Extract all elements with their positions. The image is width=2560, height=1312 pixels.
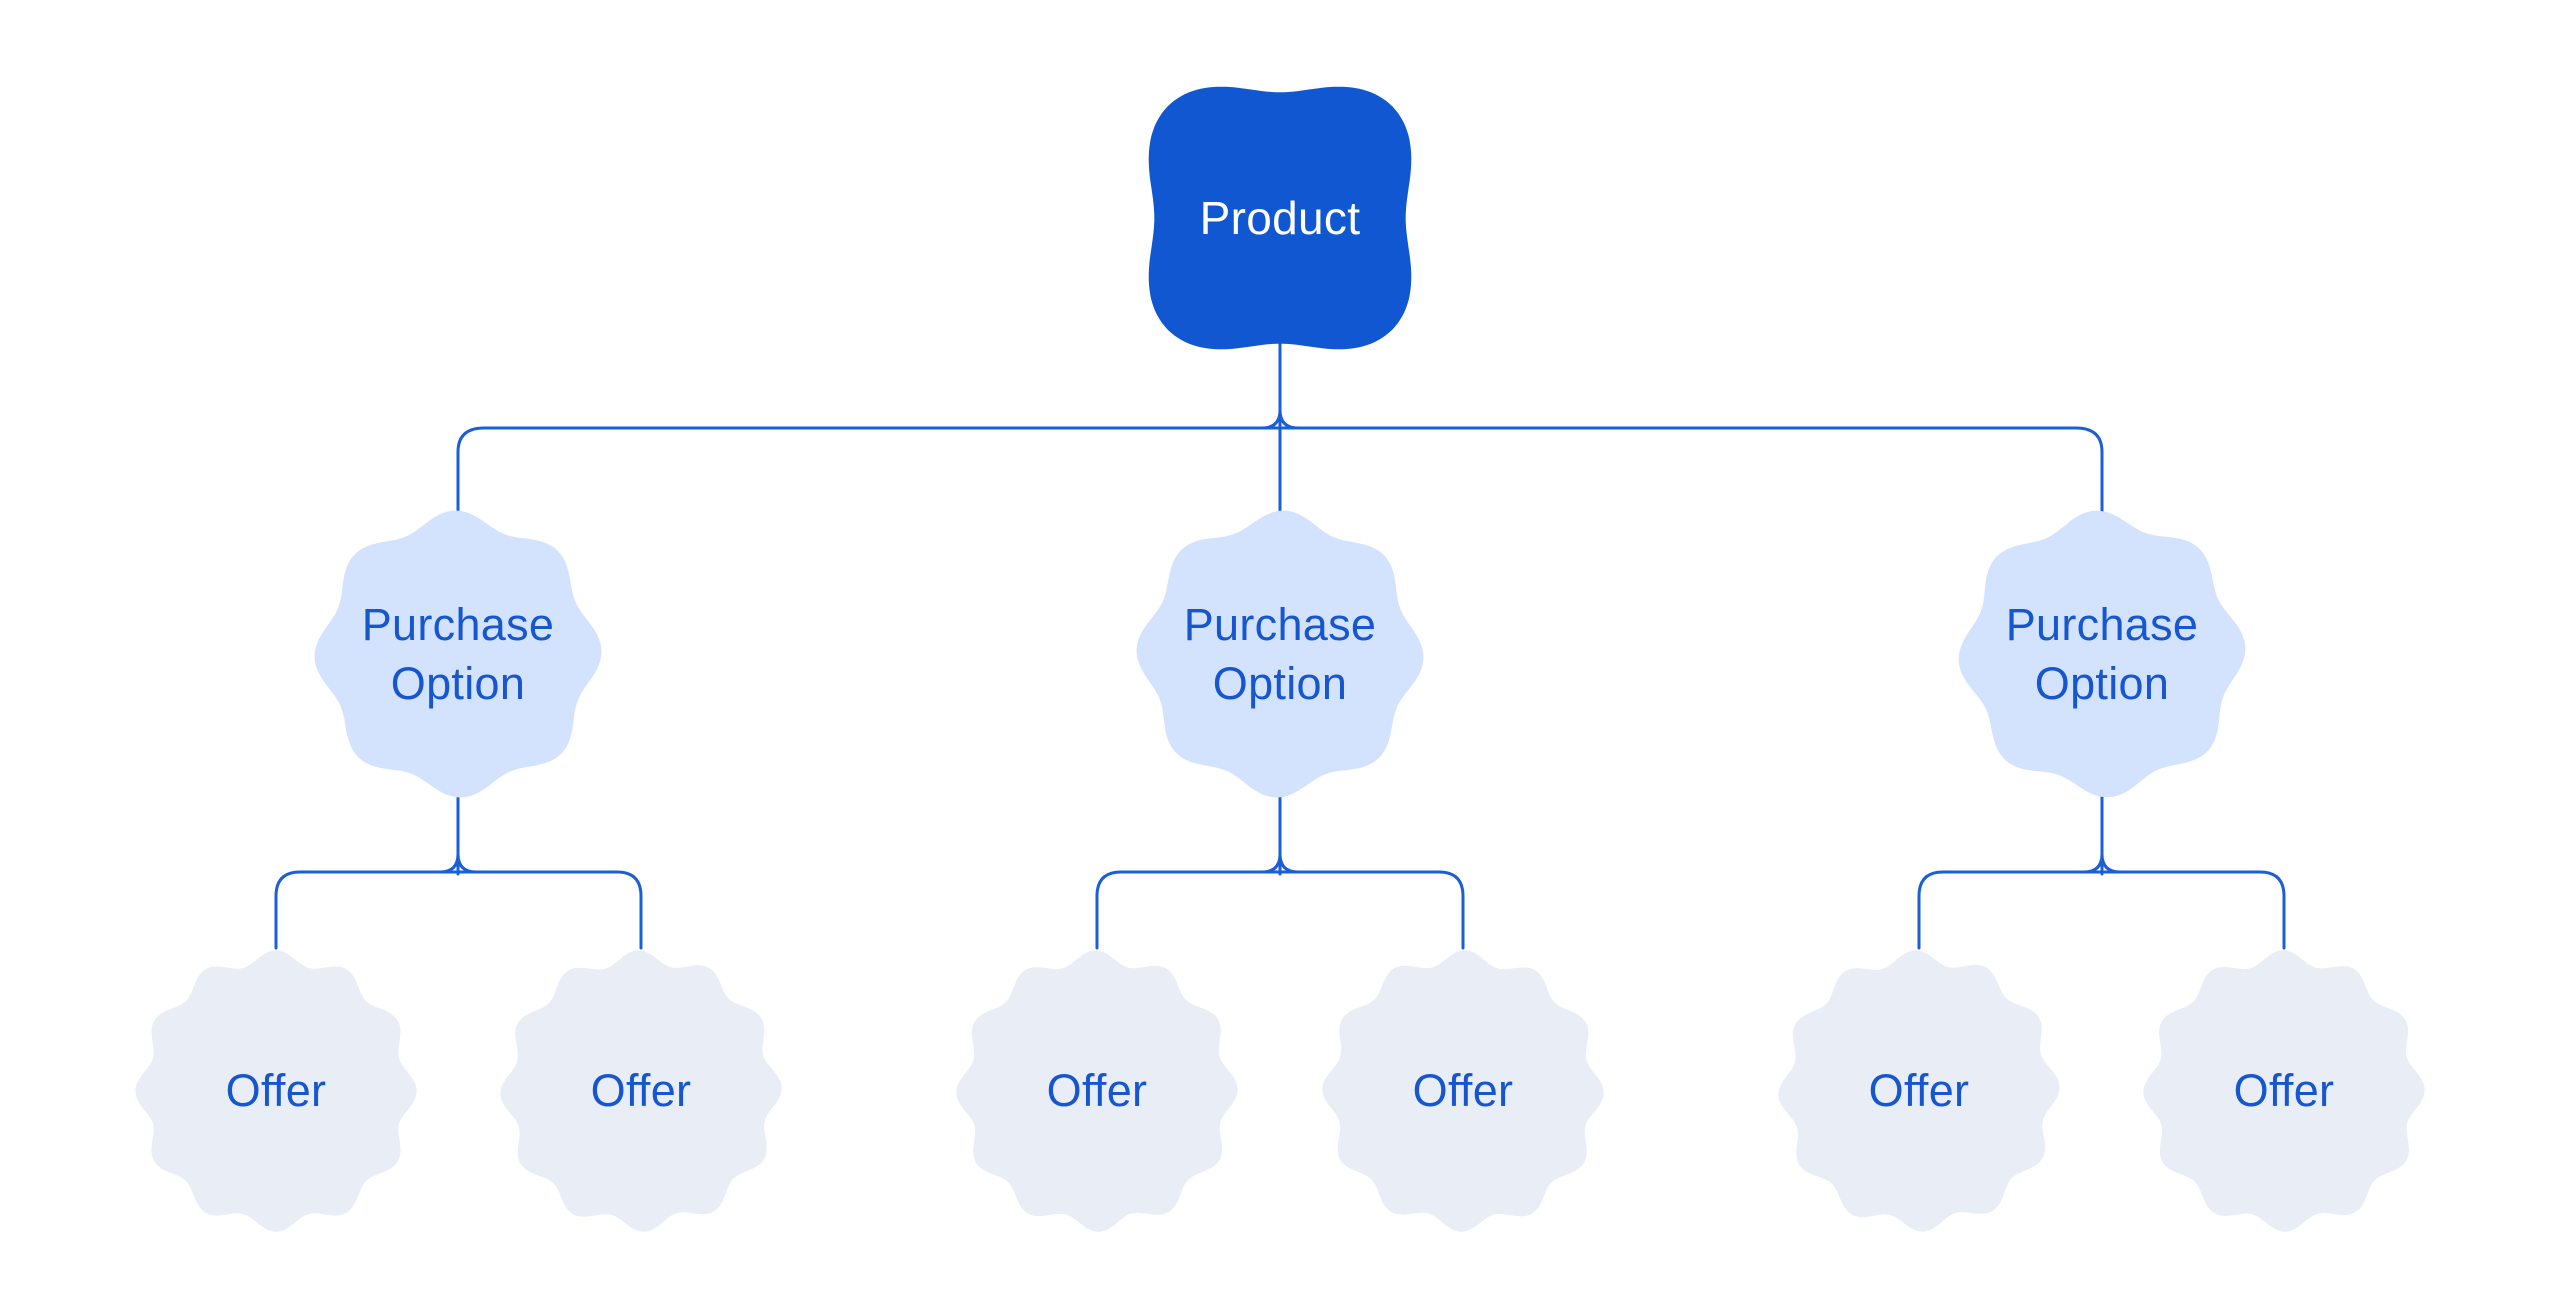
connector-top-fillet-right [1278,408,1300,430]
offer-blob-shape [500,950,782,1232]
node-purchase-option-2: Purchase Option [1135,509,1425,799]
node-offer-6: Offer [2142,949,2426,1233]
connector-po1-fillet-right [456,852,478,874]
offer-blob-shape [956,950,1238,1232]
connector-po2-fillet-right [1278,852,1300,874]
connector-po2-fillet-left [1260,852,1282,874]
offer-label: Offer [2233,1065,2335,1116]
product-blob-shape [1148,86,1412,350]
offer-label: Offer [590,1065,692,1116]
node-purchase-option-1: Purchase Option [313,509,603,799]
purchase-option-label: Purchase Option [1183,598,1377,709]
connector-po3-fillet-right [2100,852,2122,874]
offer-blob-shape [1322,950,1604,1232]
offer-label: Offer [225,1065,327,1116]
purchase-option-blob-shape [1958,510,2246,798]
node-offer-4: Offer [1321,949,1605,1233]
node-offer-5: Offer [1777,949,2061,1233]
node-purchase-option-3: Purchase Option [1957,509,2247,799]
node-offer-2: Offer [499,949,783,1233]
offer-blob-shape [1778,950,2060,1232]
connector-po1-fillet-left [438,852,460,874]
offer-blob-shape [135,950,417,1232]
offer-label: Offer [1868,1065,1970,1116]
offer-blob-shape [2143,950,2425,1232]
purchase-option-label: Purchase Option [361,598,555,709]
product-label: Product [1199,192,1361,244]
connector-po3-fillet-left [2082,852,2104,874]
connector-po2-bus [1095,870,1465,950]
connector-top-fillet-left [1260,408,1282,430]
offer-label: Offer [1046,1065,1148,1116]
node-product: Product [1120,58,1440,378]
node-offer-3: Offer [955,949,1239,1233]
connector-po3-bus [1917,870,2286,950]
node-offer-1: Offer [134,949,418,1233]
purchase-option-label: Purchase Option [2005,598,2199,709]
offer-label: Offer [1412,1065,1514,1116]
purchase-option-blob-shape [314,510,602,798]
purchase-option-blob-shape [1136,510,1424,798]
connector-po1-bus [274,870,643,950]
connector-top-bus [456,426,2104,518]
